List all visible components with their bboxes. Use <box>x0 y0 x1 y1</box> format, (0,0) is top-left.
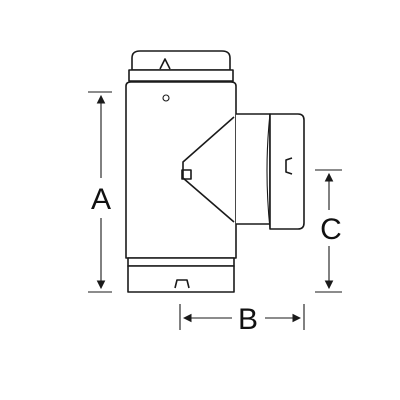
dimension-c: C <box>315 169 342 293</box>
locking-tab-top <box>159 58 171 70</box>
bottom-collar <box>127 257 235 293</box>
main-pipe-body <box>125 81 237 259</box>
seam-rivet <box>181 169 192 180</box>
dimension-b: B <box>179 303 305 336</box>
locking-tab-bottom <box>174 279 190 289</box>
locking-tab-branch <box>285 157 293 175</box>
branch-seam <box>181 116 235 223</box>
dimension-a-label: A <box>91 183 111 216</box>
dimension-c-label: C <box>320 213 342 246</box>
rivet-hole <box>162 94 170 102</box>
dimension-a: A <box>88 91 112 293</box>
dimension-b-label: B <box>238 303 258 336</box>
top-collar <box>128 50 234 86</box>
branch-outlet <box>236 113 305 230</box>
